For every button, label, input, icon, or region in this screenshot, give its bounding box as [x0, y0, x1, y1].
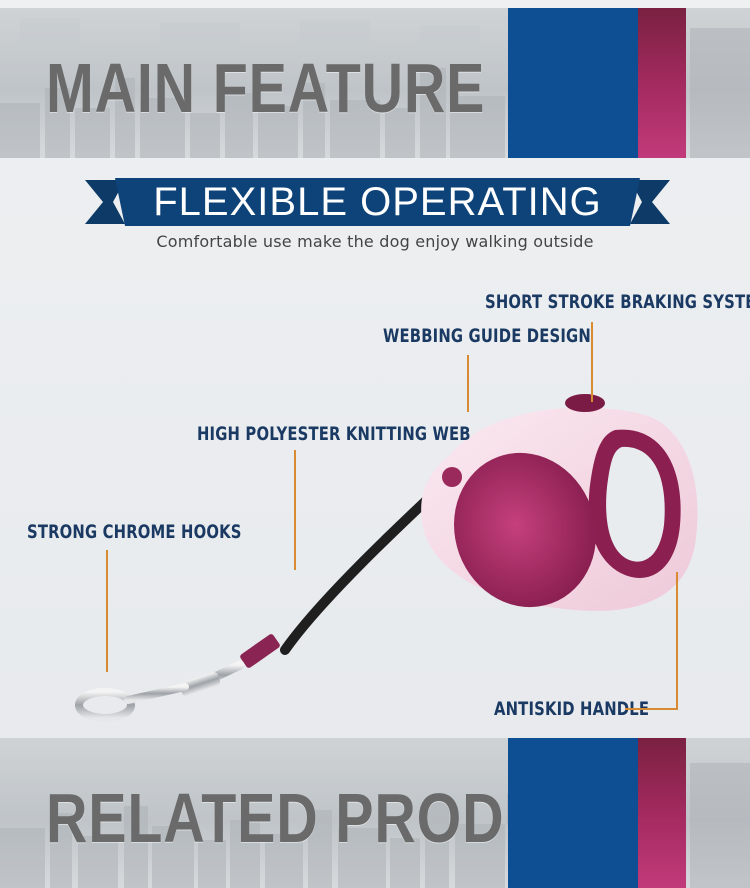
navy-color-block [508, 738, 638, 888]
berry-color-block [638, 738, 686, 888]
label-webbing-guide-design: WEBBING GUIDE DESIGN [383, 325, 591, 347]
city-skyline-background [0, 18, 750, 158]
section-ribbon: FLEXIBLE OPERATING [85, 178, 670, 226]
label-antiskid-handle: ANTISKID HANDLE [494, 698, 650, 720]
label-short-stroke-braking-system: SHORT STROKE BRAKING SYSTEM [485, 291, 750, 313]
leader-line-hooks [106, 550, 108, 672]
leader-line-webbing-guide [467, 355, 469, 412]
leader-line-polyester [294, 450, 296, 570]
main-feature-banner: MAIN FEATURE [0, 8, 750, 158]
leader-line-handle-vertical [676, 572, 678, 710]
berry-color-block [638, 8, 686, 158]
related-products-banner: RELATED PRODUCTS [0, 738, 750, 888]
main-feature-title: MAIN FEATURE [46, 49, 486, 127]
navy-color-block [508, 8, 638, 158]
label-high-polyester-knitting-web: HIGH POLYESTER KNITTING WEB [197, 423, 471, 445]
label-strong-chrome-hooks: STRONG CHROME HOOKS [27, 521, 242, 543]
leader-line-handle-horizontal [625, 708, 677, 710]
city-skyline-background [0, 763, 750, 888]
retractable-leash-illustration [75, 394, 698, 722]
ribbon-shape [85, 178, 670, 226]
section-title: FLEXIBLE OPERATING [153, 180, 602, 224]
leader-line-braking [591, 322, 593, 402]
section-subtitle: Comfortable use make the dog enjoy walki… [156, 232, 594, 251]
